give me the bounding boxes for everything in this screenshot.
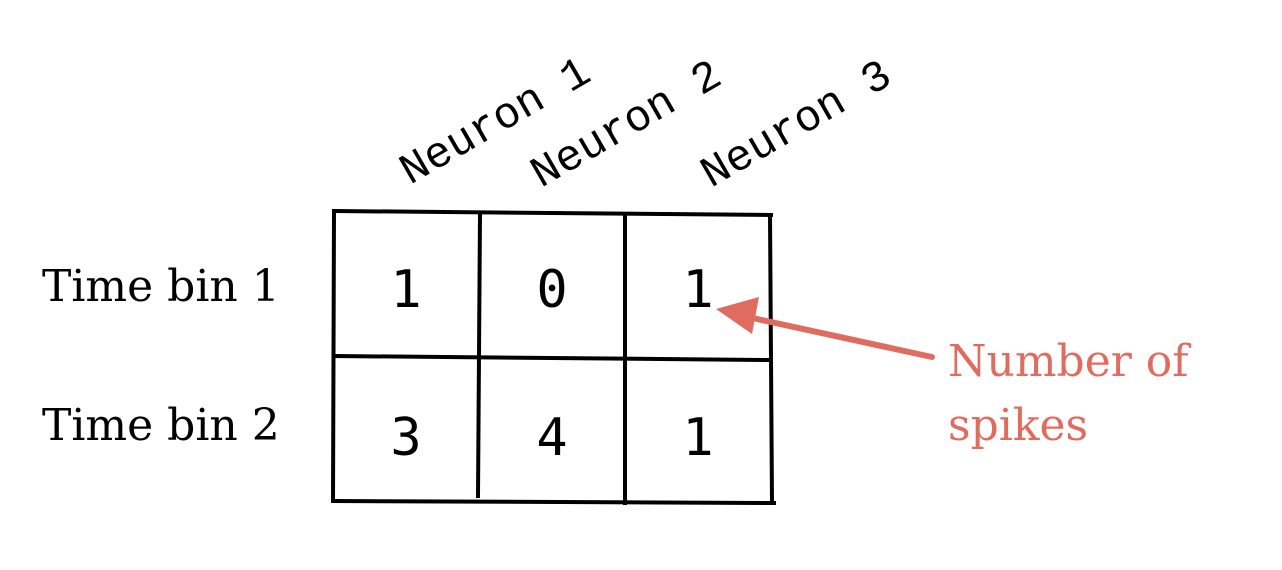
cell-r2-c3: 1 bbox=[682, 408, 713, 468]
arrow-head bbox=[716, 297, 759, 334]
cell-r2-c1: 3 bbox=[390, 408, 421, 468]
annotation-line-2: spikes bbox=[948, 400, 1088, 451]
grid-line-right bbox=[767, 212, 775, 506]
grid-line-left bbox=[330, 208, 337, 504]
grid-line-top bbox=[331, 208, 774, 218]
row-label-time-bin-1: Time bin 1 bbox=[42, 261, 280, 312]
grid-line-bottom bbox=[330, 498, 777, 506]
annotation-arrow bbox=[716, 297, 935, 360]
table-grid bbox=[330, 208, 777, 506]
row-label-time-bin-2: Time bin 2 bbox=[42, 400, 280, 451]
grid-line-col-1 bbox=[475, 210, 483, 499]
column-label-neuron-3: Neuron 3 bbox=[693, 51, 901, 200]
cell-r2-c2: 4 bbox=[536, 408, 567, 468]
grid-line-middle bbox=[331, 353, 771, 363]
annotation-line-1: Number of bbox=[948, 336, 1191, 387]
cell-r1-c3: 1 bbox=[682, 260, 713, 320]
cell-r1-c1: 1 bbox=[390, 260, 421, 320]
arrow-shaft bbox=[745, 314, 935, 360]
cell-r1-c2: 0 bbox=[536, 260, 567, 320]
